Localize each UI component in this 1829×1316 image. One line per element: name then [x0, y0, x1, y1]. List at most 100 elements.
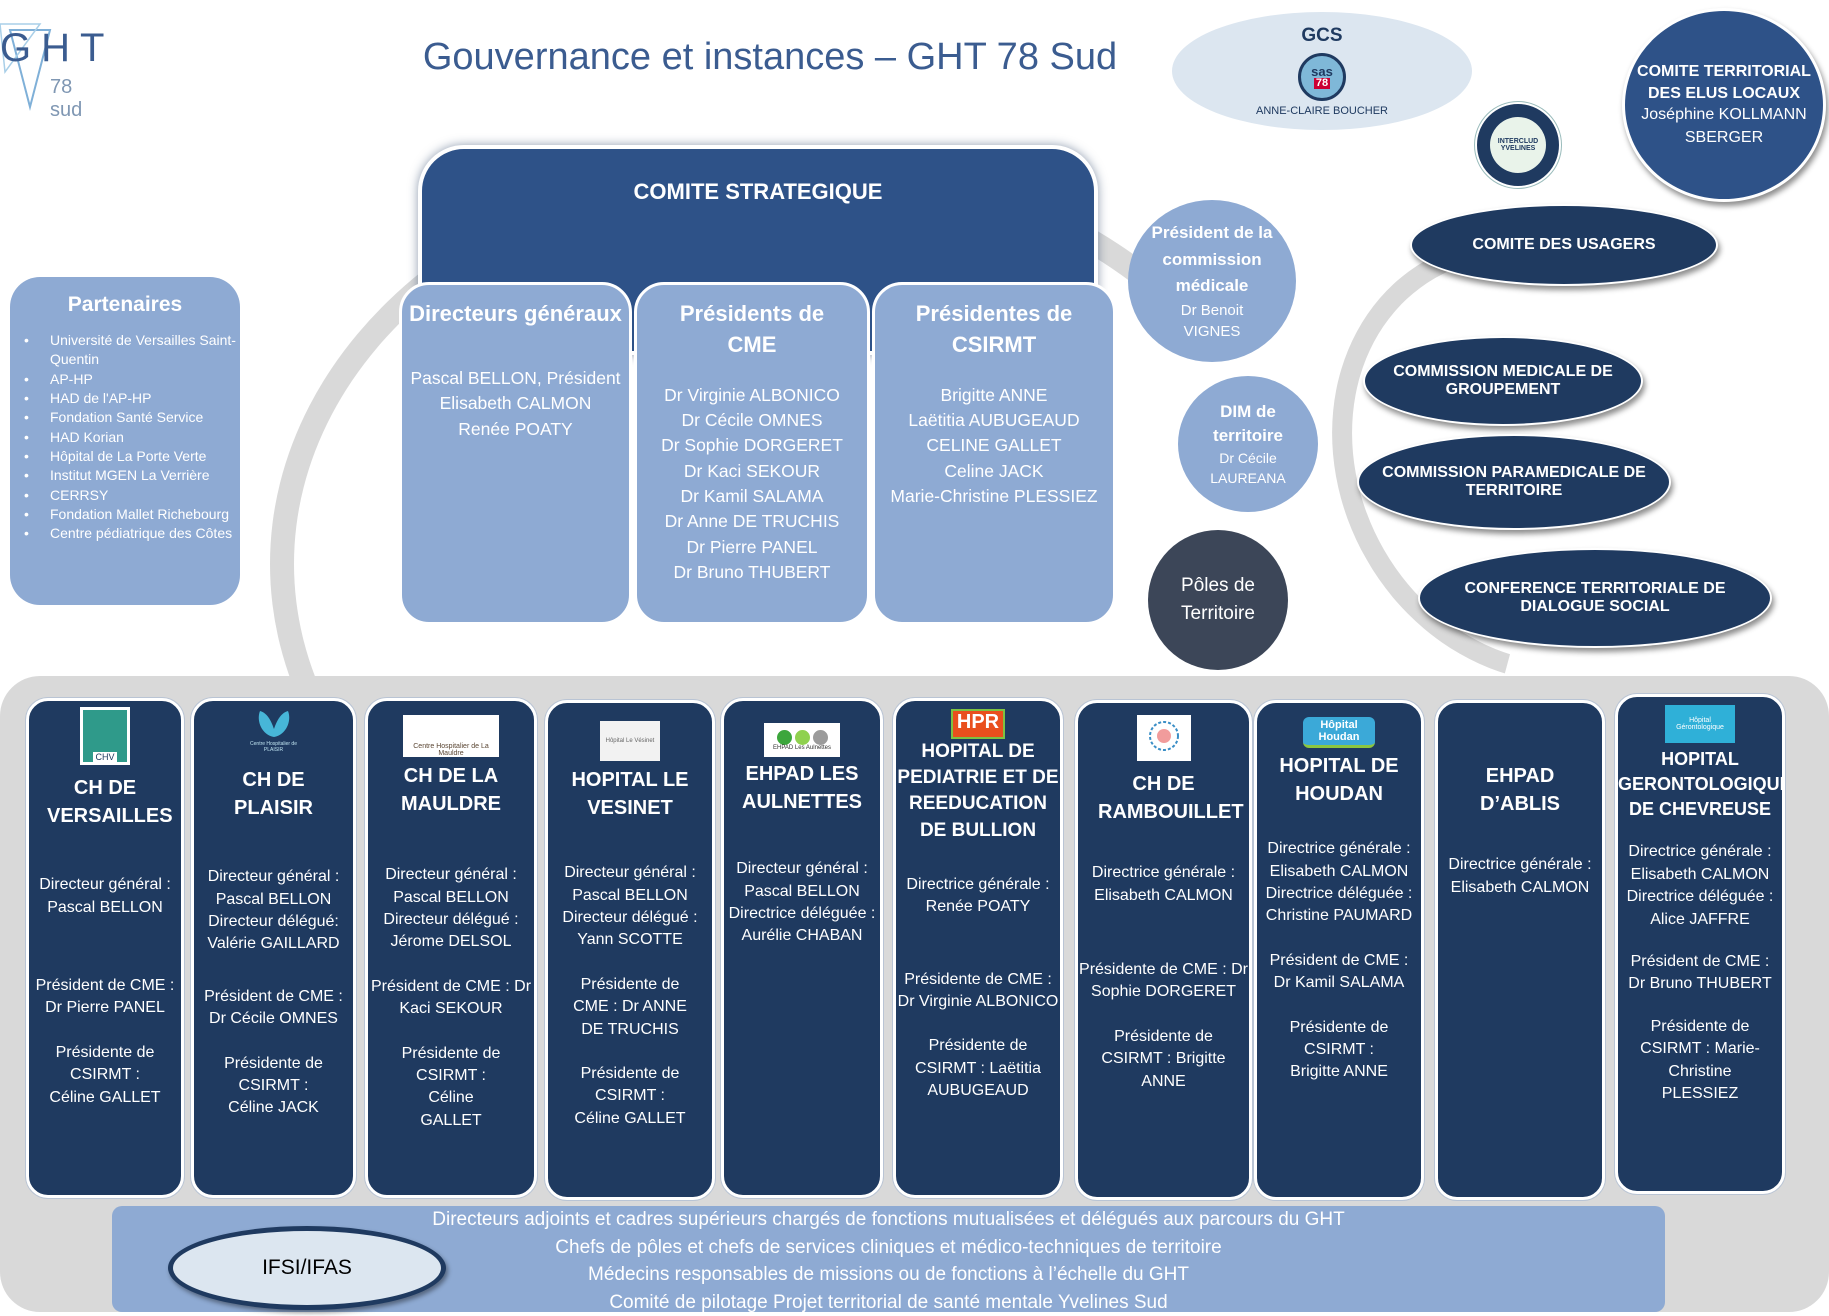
page-title: Gouvernance et instances – GHT 78 Sud [422, 36, 1118, 78]
poles-territoire-circle: Pôles de Territoire [1148, 530, 1288, 670]
partenaires-list: Université de Versailles Saint-Quentin A… [10, 331, 240, 544]
member: Brigitte ANNE [940, 384, 1048, 405]
ght-logo: GHT 78 sud [0, 12, 110, 122]
partner-item: Université de Versailles Saint-Quentin [24, 331, 240, 370]
hospital-card-chevreuse: Hôpital Gérontologique HOPITAL GERONTOLO… [1615, 694, 1785, 1194]
hospital-csirmt: Présidente de CSIRMT : Brigitte ANNE [1101, 1027, 1226, 1090]
column-title: Directeurs généraux [409, 301, 622, 326]
comite-strategique-title: COMITE STRATEGIQUE [633, 179, 883, 204]
hospital-cme: Président de CME : Dr Bruno THUBERT [1628, 953, 1772, 993]
hospital-director: Directrice générale : Elisabeth CALMON D… [1626, 843, 1774, 928]
gcs-title: GCS [1301, 25, 1343, 46]
partner-item: Centre pédiatrique des Côtes [24, 524, 240, 544]
sas-logo: sas 78 [1298, 53, 1346, 101]
partner-item: Fondation Santé Service [24, 408, 240, 428]
lightgreen-dot [794, 729, 810, 745]
hospital-director: Directeur général : Pascal BELLON [39, 876, 171, 916]
hospital-director: Directrice générale : Elisabeth CALMON [1091, 864, 1236, 904]
ellipse-label: COMITE DES USAGERS [1472, 236, 1656, 253]
hospital-csirmt: Présidente de CSIRMT : Céline GALLET [401, 1044, 501, 1129]
presidentes-csirmt-column: Présidentes de CSIRMT Brigitte ANNE Laët… [872, 282, 1116, 625]
hospital-card-rambouillet: CH DE RAMBOUILLET Directrice générale : … [1075, 700, 1252, 1200]
grey-dot [812, 729, 828, 745]
partenaires-title: Partenaires [67, 293, 183, 316]
hospital-name: EHPAD D’ABLIS [1480, 765, 1560, 815]
tree-icon [1148, 721, 1179, 751]
hospital-cme: Présidente de CME : Dr Sophie DORGERET [1079, 960, 1248, 1001]
partner-item: Hôpital de La Porte Verte [24, 447, 240, 467]
partner-item: CERRSY [24, 486, 240, 506]
partner-item: HAD Korian [24, 428, 240, 448]
comite-territorial-ellipse: COMITE TERRITORIAL DES ELUS LOCAUX Josép… [1622, 8, 1826, 202]
hospital-name: CH DE LA MAULDRE [401, 765, 501, 815]
hospital-card-plaisir: Centre Hospitalier de PLAISIR CH DE PLAI… [191, 698, 356, 1198]
mauldre-logo: Centre Hospitalier de La Mauldre [403, 715, 499, 757]
member: Dr Kaci SEKOUR [683, 460, 821, 481]
column-members: Dr Virginie ALBONICO Dr Cécile OMNES Dr … [637, 383, 867, 586]
hospital-name: HOPITAL DE HOUDAN [1279, 755, 1399, 805]
bottom-line: Médecins responsables de missions ou de … [588, 1264, 1189, 1286]
member: Celine JACK [944, 460, 1044, 481]
interclud-label: INTERCLUD [1497, 138, 1539, 145]
vesinet-logo-text: Hôpital Le Vésinet [605, 738, 655, 744]
hospital-name: CH DE PLAISIR [234, 769, 313, 819]
interclud-inner: INTERCLUD YVELINES [1490, 117, 1546, 173]
interclud-logo: INTERCLUD YVELINES [1475, 102, 1561, 188]
hospital-name: HOPITAL DE PEDIATRIE ET DE REEDUCATION D… [897, 741, 1059, 841]
commission-paramedicale-ellipse: COMMISSION PARAMEDICALE DE TERRITOIRE [1357, 434, 1671, 530]
member: Elisabeth CALMON [439, 393, 592, 414]
comite-territorial-title: COMITE TERRITORIAL DES ELUS LOCAUX [1637, 63, 1811, 102]
circle-title: DIM de territoire [1213, 401, 1283, 446]
hospital-card-mauldre: Centre Hospitalier de La Mauldre CH DE L… [365, 698, 537, 1198]
hospital-cme: Président de CME : Dr Kamil SALAMA [1269, 951, 1409, 992]
hospital-name: CH DE VERSAILLES [47, 777, 173, 827]
partner-item: AP-HP [24, 370, 240, 390]
member: Dr Kamil SALAMA [680, 486, 824, 507]
bottom-line: Comité de pilotage Projet territorial de… [609, 1291, 1168, 1313]
dim-territoire-circle: DIM de territoire Dr Cécile LAUREANA [1178, 376, 1318, 512]
hospital-name: HOPITAL LE VESINET [571, 769, 689, 819]
hospital-card-vesinet: Hôpital Le Vésinet HOPITAL LE VESINET Di… [545, 700, 715, 1200]
partner-item: HAD de l'AP-HP [24, 389, 240, 409]
hospital-director: Directrice générale : Elisabeth CALMON [1448, 856, 1592, 896]
ellipse-label: CONFERENCE TERRITORIALE DE DIALOGUE SOCI… [1464, 580, 1726, 615]
member: Dr Cécile OMNES [681, 409, 823, 430]
green-dot [776, 729, 792, 745]
chevreuse-logo: Hôpital Gérontologique [1665, 705, 1735, 743]
ght-logo-sub: 78 sud [50, 76, 83, 121]
hospital-card-versailles: CHV CH DE VERSAILLES Directeur général :… [26, 698, 184, 1198]
directeurs-generaux-column: Directeurs généraux Pascal BELLON, Prési… [399, 282, 632, 625]
circle-person: Dr Benoit VIGNES [1180, 301, 1244, 340]
butterfly-icon [258, 711, 289, 737]
hospital-card-houdan: Hôpital Houdan HOPITAL DE HOUDAN Directr… [1254, 700, 1424, 1200]
chv-logo: CHV [80, 707, 130, 765]
chevreuse-logo-text: Hôpital Gérontologique [1676, 717, 1724, 731]
comite-usagers-ellipse: COMITE DES USAGERS [1410, 204, 1718, 286]
hospital-card-ablis: EHPAD D’ABLIS Directrice générale : Elis… [1435, 700, 1605, 1200]
member: CELINE GALLET [926, 435, 1062, 456]
hospital-cme: Président de CME : Dr Pierre PANEL [35, 976, 175, 1017]
circle-title: Président de la commission médicale [1151, 223, 1273, 296]
hospital-name: HOPITAL GERONTOLOGIQUE DE CHEVREUSE [1618, 749, 1785, 819]
sas-logo-sub: 78 [1313, 77, 1331, 89]
member: Dr Sophie DORGERET [661, 435, 843, 456]
circle-person: Dr Cécile LAUREANA [1210, 450, 1286, 486]
member: Renée POATY [458, 418, 573, 439]
hpr-logo-text: HPR [950, 709, 1006, 739]
column-title: Présidentes de CSIRMT [915, 301, 1073, 357]
hospital-director: Directeur général : Pascal BELLON Direct… [383, 866, 519, 951]
plaisir-logo-text: Centre Hospitalier de PLAISIR [250, 741, 297, 753]
hospital-director: Directeur général : Pascal BELLON Direct… [728, 860, 876, 945]
member: Pascal BELLON, Président [410, 367, 621, 388]
hospital-csirmt: Présidente de CSIRMT : Céline GALLET [574, 1064, 686, 1127]
conference-territoriale-ellipse: CONFERENCE TERRITORIALE DE DIALOGUE SOCI… [1418, 548, 1772, 648]
interclud-sub: YVELINES [1500, 145, 1536, 152]
hospital-csirmt: Présidente de CSIRMT : Laëtitia AUBUGEAU… [915, 1037, 1041, 1100]
aulnettes-logo-text: EHPAD Les Aulnettes [773, 744, 831, 751]
hospital-director: Directrice générale : Renée POATY [906, 875, 1050, 916]
houdan-logo: Hôpital Houdan [1303, 715, 1375, 749]
hospital-csirmt: Présidente de CSIRMT : Céline GALLET [49, 1043, 161, 1106]
comite-territorial-person: Joséphine KOLLMANNSBERGER [1641, 106, 1807, 146]
aulnettes-logo: EHPAD Les Aulnettes [764, 723, 840, 757]
ifsi-label: IFSI/IFAS [262, 1256, 352, 1279]
